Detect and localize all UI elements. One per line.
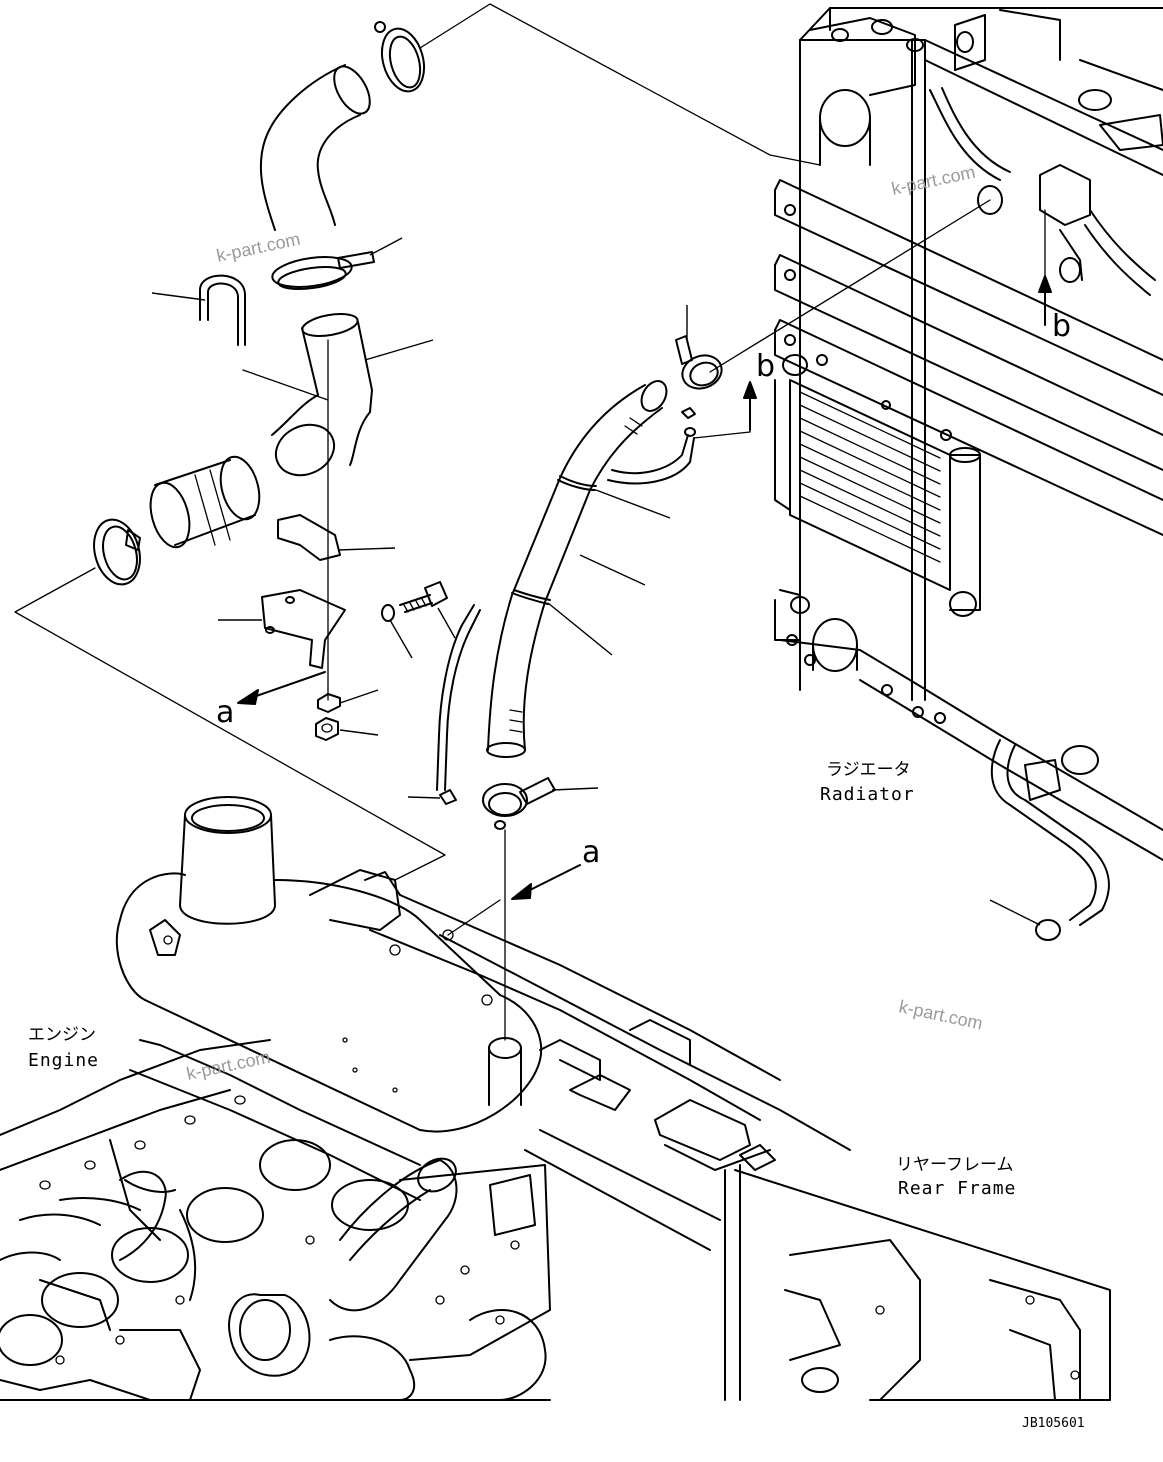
watermark: k-part.com [215,229,302,266]
view-marker-b-left: b [756,349,775,384]
radiator-en-label: Radiator [820,784,915,805]
watermark: k-part.com [897,996,984,1033]
watermark: k-part.com [890,162,977,199]
rear-frame-en-label: Rear Frame [898,1178,1016,1199]
rear-frame [369,894,1111,1401]
drawing-code: JB105601 [1022,1416,1085,1431]
view-marker-a-right: a [582,835,600,870]
text-labels: ラジエータ Radiator エンジン Engine リヤーフレーム Rear … [28,162,1085,1431]
upper-hose-group [93,21,456,741]
radiator-assembly [774,7,1163,941]
view-marker-a-left: a [216,695,234,730]
engine-group [0,1039,551,1401]
view-marker-b-right: b [1052,309,1071,344]
muffler-group [115,796,543,1133]
engine-en-label: Engine [28,1050,99,1071]
guide-lines [14,3,1052,1041]
rear-frame-jp-label: リヤーフレーム [896,1155,1013,1175]
radiator-jp-label: ラジエータ [826,760,911,780]
center-pipe-group [407,305,723,830]
watermark: k-part.com [185,1047,272,1084]
engine-jp-label: エンジン [28,1025,96,1045]
